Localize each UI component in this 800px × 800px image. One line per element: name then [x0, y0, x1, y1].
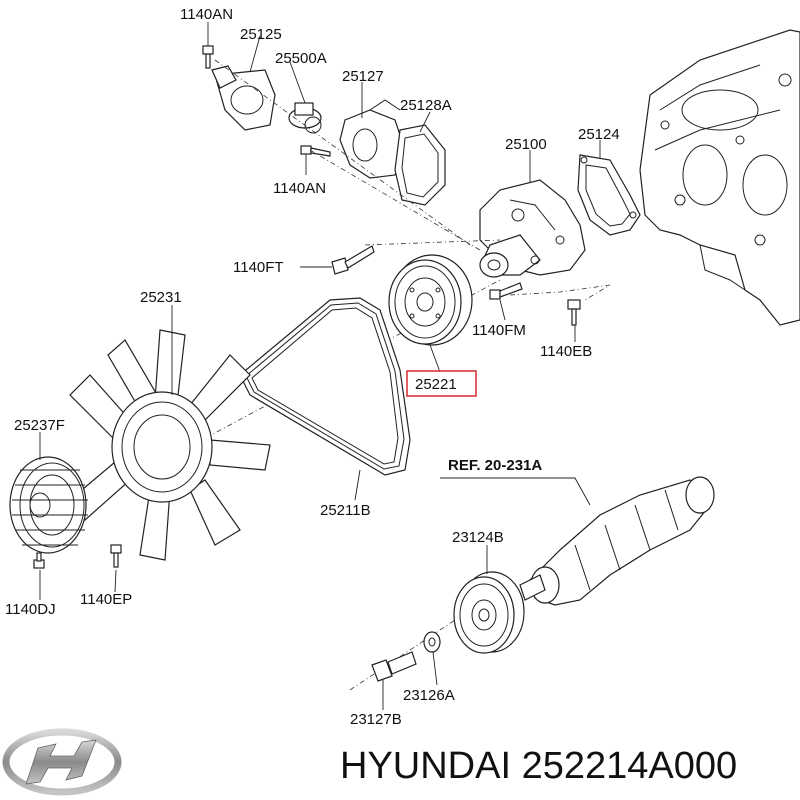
pulley-25221 — [388, 254, 473, 346]
crank-pulley-23124B — [453, 571, 525, 654]
label-1140AN-mid: 1140AN — [273, 180, 326, 197]
fan-clutch-25237F — [9, 456, 88, 554]
label-25237F: 25237F — [14, 417, 65, 434]
bolt-1140AN-top — [202, 45, 214, 69]
highlight-box-25221 — [406, 370, 477, 397]
fan-25231 — [69, 329, 271, 561]
label-1140FM: 1140FM — [472, 322, 526, 339]
bolt-1140FM — [489, 282, 523, 300]
thermostat-25500A — [288, 102, 322, 134]
label-23126A: 23126A — [403, 687, 455, 704]
hyundai-logo — [2, 728, 122, 796]
label-1140AN-top: 1140AN — [180, 6, 233, 23]
v-belt-25211B — [239, 297, 411, 476]
bolt-1140FT — [331, 245, 375, 275]
bolt-1140DJ — [33, 552, 45, 569]
label-25231: 25231 — [140, 289, 182, 306]
engine-block — [639, 29, 800, 326]
thermostat-housing-25125 — [211, 65, 276, 131]
gasket-25124 — [577, 154, 641, 236]
crankshaft — [519, 476, 715, 606]
label-25125: 25125 — [240, 26, 282, 43]
label-25128A: 25128A — [400, 97, 452, 114]
bolt-1140EP — [110, 544, 122, 568]
label-23127B: 23127B — [350, 711, 402, 728]
label-25500A: 25500A — [275, 50, 327, 67]
housing-25127 — [339, 99, 406, 179]
label-25221: 25221 — [415, 376, 457, 393]
label-25211B: 25211B — [320, 502, 371, 519]
label-25127: 25127 — [342, 68, 384, 85]
label-1140EB: 1140EB — [540, 343, 592, 360]
label-25100: 25100 — [505, 136, 547, 153]
label-23124B: 23124B — [452, 529, 504, 546]
label-25124: 25124 — [578, 126, 620, 143]
bolt-23127B — [371, 651, 417, 682]
label-ref-20-231A: REF. 20-231A — [448, 457, 542, 474]
gasket-25128A — [394, 124, 446, 206]
label-1140EP: 1140EP — [80, 591, 132, 608]
label-1140FT: 1140FT — [233, 259, 284, 276]
washer-23126A — [423, 631, 441, 653]
water-pump-25100 — [479, 179, 586, 278]
bolt-1140EB — [567, 299, 581, 326]
bolt-1140AN-mid — [300, 145, 331, 157]
label-1140DJ: 1140DJ — [5, 601, 56, 618]
brand-part-number: HYUNDAI 252214A000 — [340, 745, 737, 787]
